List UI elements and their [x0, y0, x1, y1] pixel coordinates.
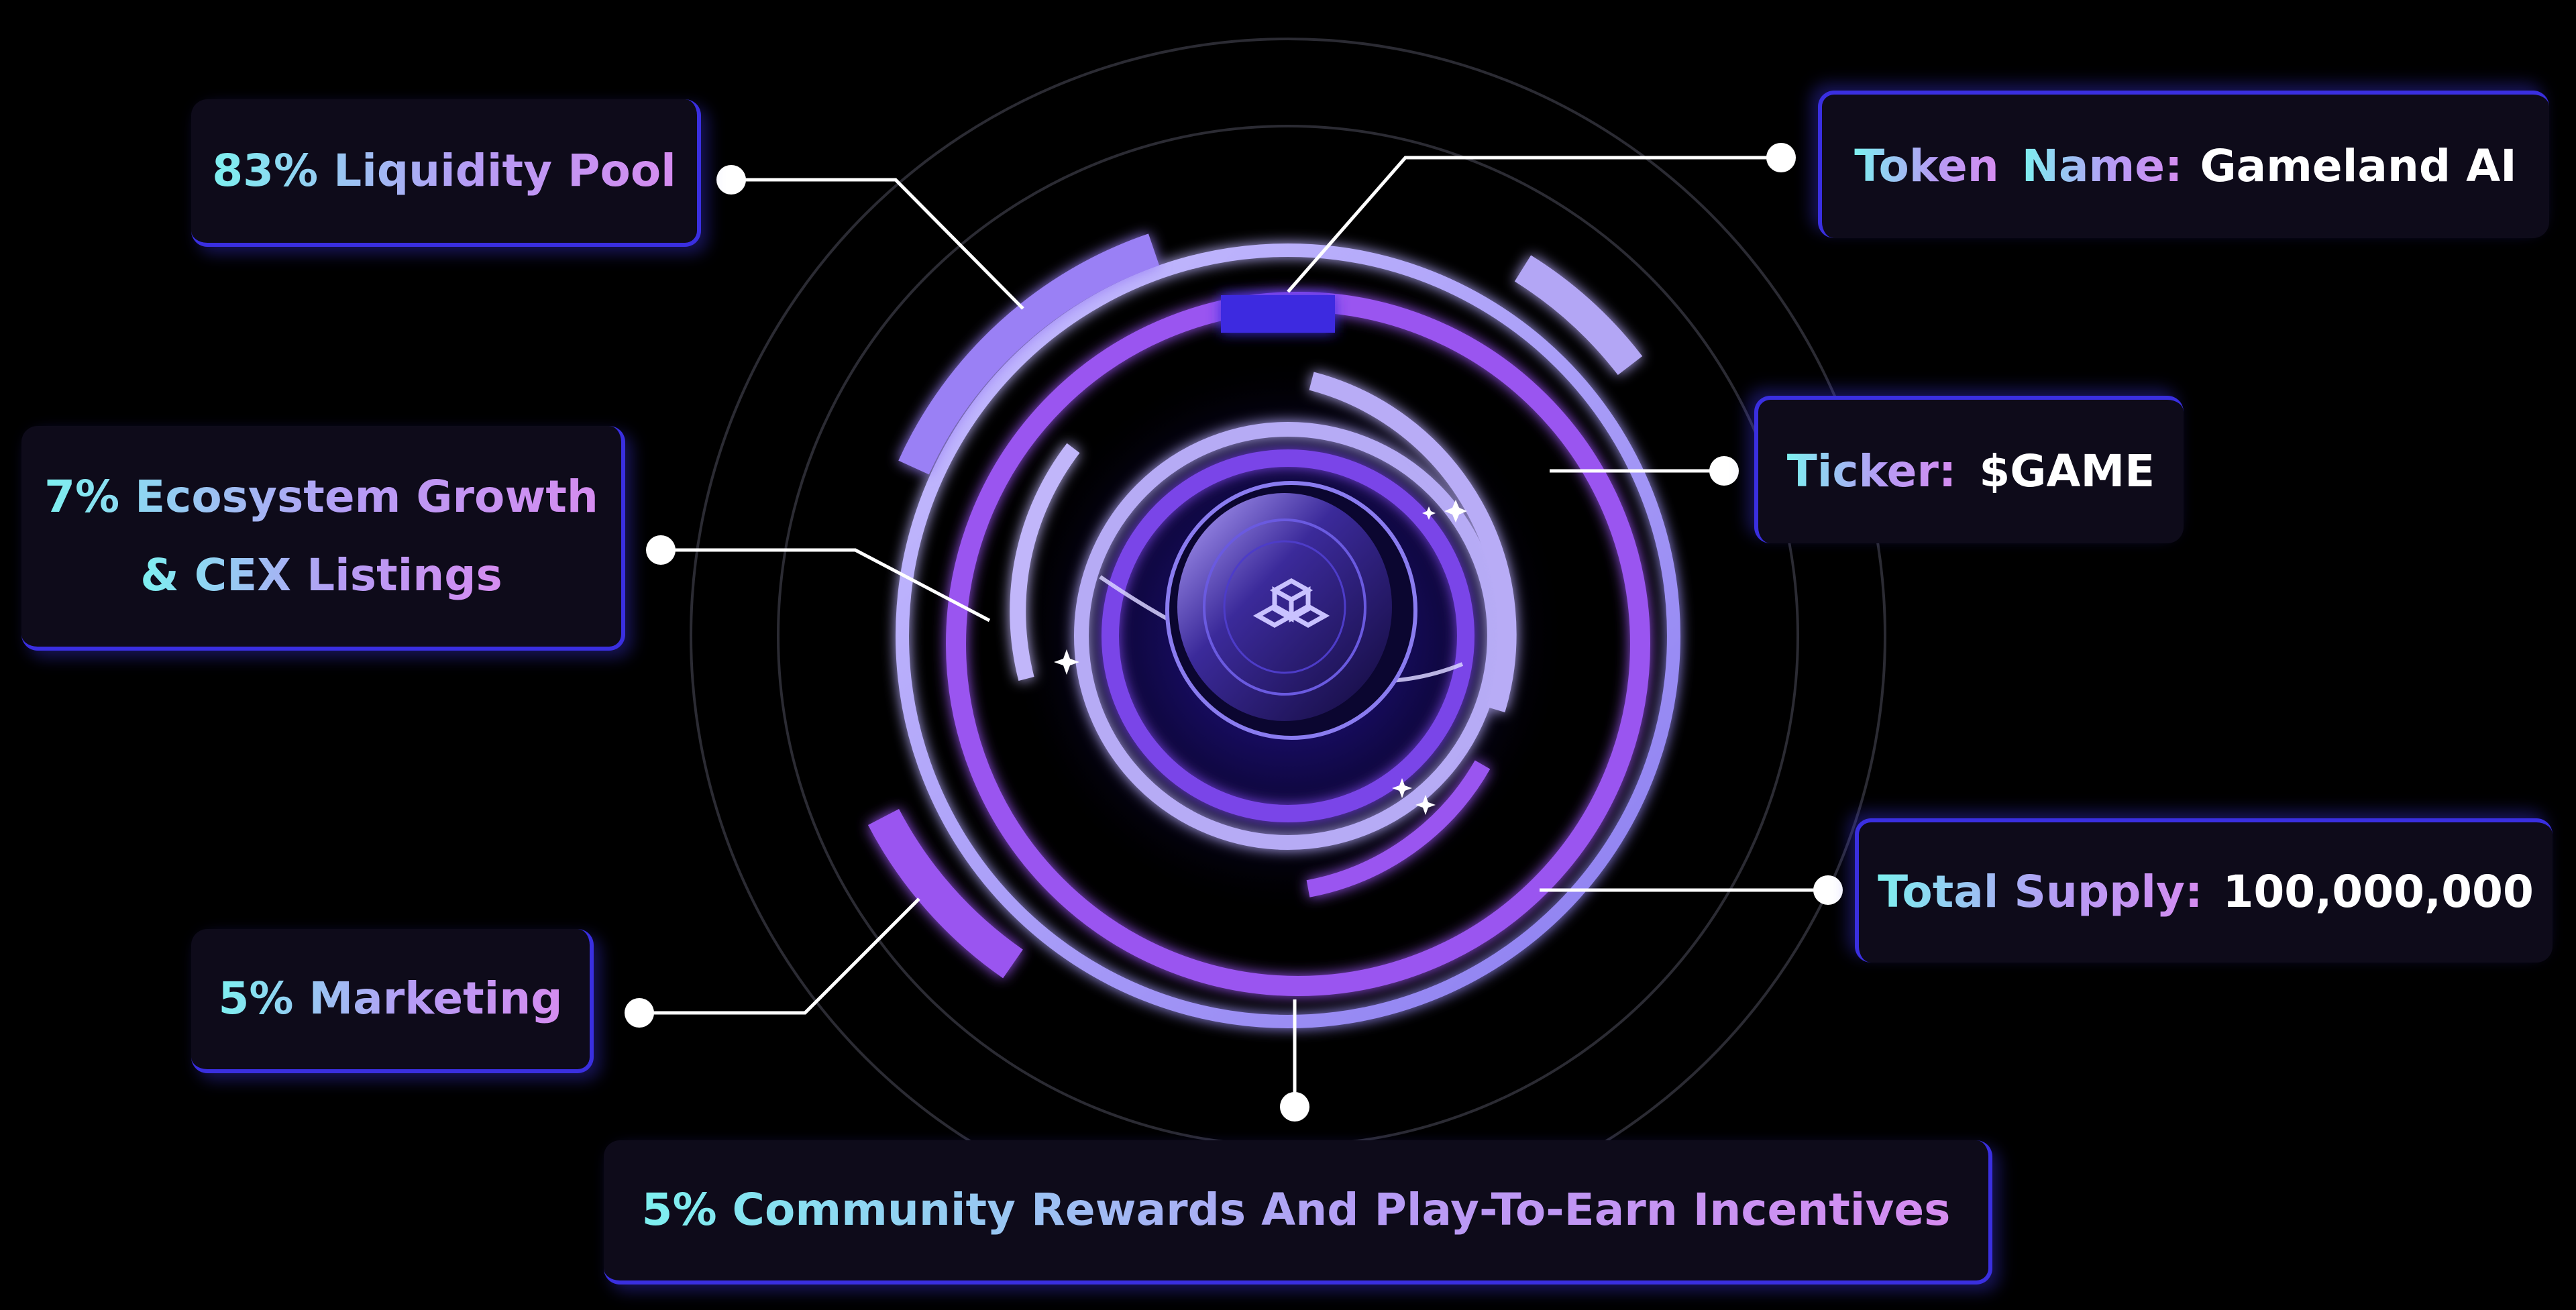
- connector-ecosystem: [661, 548, 991, 622]
- token-name-value: Gameland AI: [2200, 140, 2517, 192]
- connector-liquidity: [731, 178, 1024, 310]
- connector-marketing: [639, 897, 920, 1015]
- community-rewards-card: 5% Community Rewards And Play-To-Earn In…: [604, 1140, 1992, 1285]
- arc-segment-lower-left: [867, 808, 1023, 979]
- token-name-card: Token Name: Gameland AI: [1818, 91, 2549, 238]
- arc-segment-inner-right: [1309, 372, 1517, 713]
- ring-inner-purple: [1102, 449, 1474, 822]
- connector-dot: [1813, 875, 1843, 905]
- token-name-key-1: Token: [1854, 140, 1998, 194]
- cube-logo-coin-icon: [1165, 481, 1417, 740]
- total-supply-card: Total Supply: 100,000,000: [1855, 818, 2553, 963]
- total-supply-value: 100,000,000: [2222, 866, 2534, 918]
- ecosystem-growth-card: 7% Ecosystem Growth & CEX Listings: [21, 426, 625, 651]
- ecosystem-growth-label-line2: & CEX Listings: [140, 549, 502, 603]
- ticker-value: $GAME: [1979, 445, 2155, 497]
- connector-dot: [1766, 143, 1796, 172]
- liquidity-pool-card: 83% Liquidity Pool: [191, 99, 701, 247]
- ticker-key: Ticker:: [1787, 445, 1957, 499]
- token-name-key-2: Name:: [2022, 140, 2183, 194]
- sparkle-icon: [1054, 500, 1467, 815]
- community-rewards-label: 5% Community Rewards And Play-To-Earn In…: [642, 1183, 1951, 1238]
- connector-dot: [1280, 1092, 1309, 1122]
- marketing-card: 5% Marketing: [191, 929, 594, 1073]
- total-supply-key: Total Supply:: [1878, 865, 2202, 920]
- ticker-card: Ticker: $GAME: [1754, 396, 2184, 543]
- ring-lavender: [896, 243, 1680, 1028]
- ecosystem-growth-label-line1: 7% Ecosystem Growth: [44, 470, 598, 525]
- liquidity-pool-label: 83% Liquidity Pool: [212, 144, 676, 199]
- ring-highlight-block: [1221, 295, 1335, 333]
- arc-segment-inner-bottom: [1306, 760, 1491, 897]
- connector-dot: [716, 165, 746, 195]
- connector-dot: [646, 535, 676, 565]
- arc-segment-upper-left: [898, 233, 1160, 475]
- ring-inner-lavender: [1074, 422, 1502, 850]
- arc-segment-inner-left: [1010, 443, 1080, 681]
- connector-dot: [625, 998, 654, 1028]
- marketing-label: 5% Marketing: [218, 972, 562, 1026]
- connector-token-name: [1287, 156, 1781, 293]
- arc-segment-upper-right: [1514, 255, 1643, 376]
- connector-dot: [1709, 456, 1739, 486]
